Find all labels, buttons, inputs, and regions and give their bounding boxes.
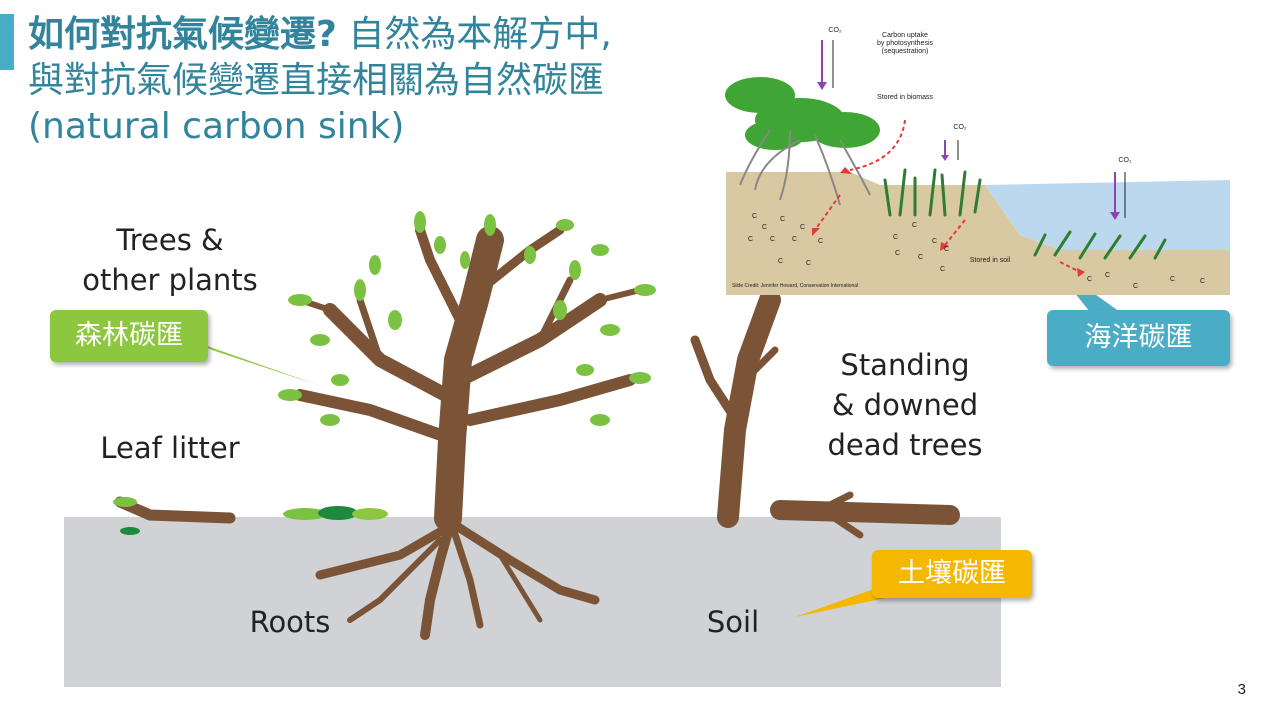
carbon-symbol: C [1105, 272, 1111, 279]
carbon-symbol: C [1200, 278, 1206, 285]
downed-log [770, 491, 960, 539]
carbon-symbol: C [818, 238, 824, 245]
title-accent-bar [0, 14, 14, 70]
carbon-uptake-line-1: Carbon uptake [882, 32, 928, 39]
co2-label-mangrove: CO₂ [828, 27, 842, 34]
trees-label: Trees & other plants [70, 220, 270, 300]
carbon-symbol: C [1087, 276, 1093, 283]
carbon-symbol: C [762, 224, 768, 231]
carbon-symbol: C [780, 216, 786, 223]
carbon-symbol: C [778, 258, 784, 265]
carbon-uptake-line-2: by photosynthesis [876, 40, 934, 47]
coastal-inset [725, 40, 1230, 295]
title-line-1: 如何對抗氣候變遷? 自然為本解方中, [28, 12, 728, 58]
fallen-branch [113, 496, 236, 535]
carbon-symbol: C [895, 250, 901, 257]
slide-credit: Slide Credit: Jennifer Howard, Conservat… [732, 283, 859, 289]
carbon-symbol: C [752, 213, 758, 220]
co2-label-seagrass: CO₂ [1118, 157, 1132, 164]
carbon-symbol: C [800, 224, 806, 231]
forest-carbon-sink-callout: 森林碳匯 [50, 310, 208, 362]
tree-roots [315, 513, 600, 640]
title-line-1-rest: 自然為本解方中, [336, 14, 612, 55]
co2-label-marsh: CO₂ [953, 124, 967, 131]
carbon-uptake-label: Carbon uptake by photosynthesis (sequest… [855, 32, 955, 56]
carbon-symbol: C [893, 234, 899, 241]
leaf-litter-pile [283, 506, 388, 520]
page-number: 3 [1237, 681, 1246, 698]
carbon-symbol: C [944, 246, 950, 253]
soil-label: Soil [706, 605, 760, 639]
carbon-symbol: C [748, 236, 754, 243]
dead-trees-label-line-3: dead trees [827, 428, 983, 462]
carbon-symbol: C [1170, 276, 1176, 283]
soil-carbon-sink-callout: 土壤碳匯 [872, 550, 1032, 598]
dead-trees-label-line-2: & downed [831, 388, 979, 422]
dead-trees-label-line-1: Standing [840, 348, 970, 382]
carbon-symbol: C [770, 236, 776, 243]
ocean-carbon-sink-callout: 海洋碳匯 [1047, 310, 1230, 366]
leaf-litter-label: Leaf litter [100, 431, 240, 465]
carbon-symbol: C [1133, 283, 1139, 290]
title-question: 如何對抗氣候變遷? [28, 14, 337, 55]
trees-label-line-1: Trees & [116, 223, 224, 257]
tree-leaves [278, 211, 656, 426]
dead-trees-label: Standing & downed dead trees [810, 345, 1000, 465]
roots-label: Roots [249, 605, 331, 639]
slide-title: 如何對抗氣候變遷? 自然為本解方中, 與對抗氣候變遷直接相關為自然碳匯 (nat… [28, 12, 728, 150]
stored-biomass-label: Stored in biomass [876, 94, 934, 101]
title-line-2: 與對抗氣候變遷直接相關為自然碳匯 [28, 60, 605, 101]
carbon-symbol: C [918, 254, 924, 261]
forest-callout-pointer [190, 340, 318, 385]
carbon-symbol: C [932, 238, 938, 245]
carbon-symbol: C [912, 222, 918, 229]
carbon-symbol: C [792, 236, 798, 243]
carbon-symbol: C [940, 266, 946, 273]
trees-label-line-2: other plants [82, 263, 258, 297]
carbon-symbol: C [806, 260, 812, 267]
carbon-uptake-line-3: (sequestration) [881, 48, 929, 55]
title-line-3: (natural carbon sink) [28, 106, 405, 147]
stored-soil-label: Stored in soil [969, 257, 1011, 264]
standing-dead-tree [690, 289, 781, 528]
